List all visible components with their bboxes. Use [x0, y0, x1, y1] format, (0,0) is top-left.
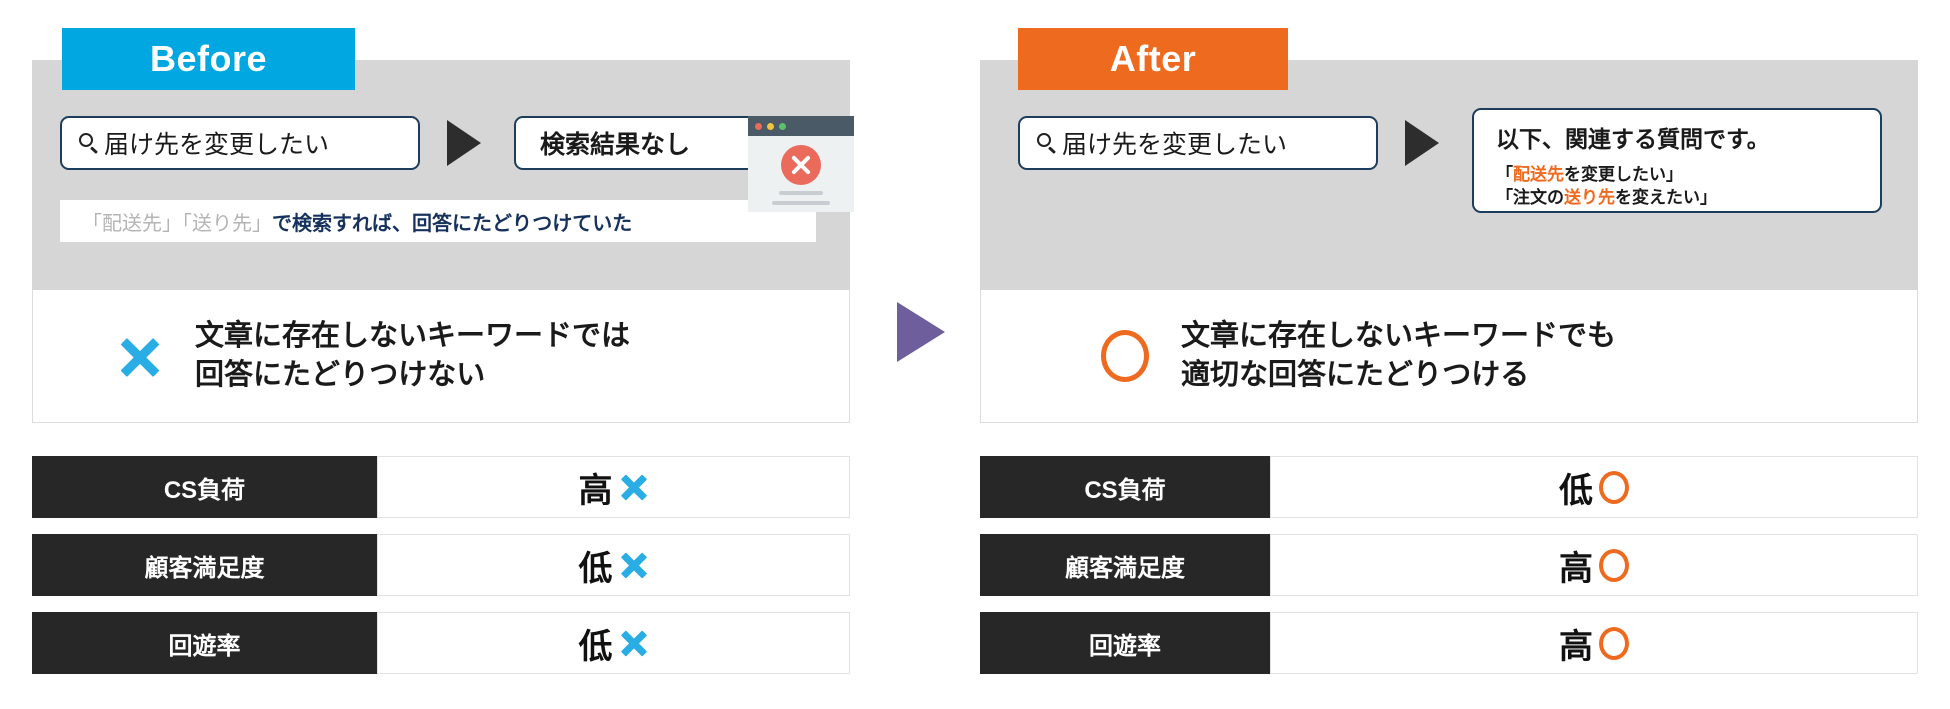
row-label: CS負荷: [980, 456, 1270, 518]
list-item: 「配送先を変更したい」: [1496, 163, 1880, 186]
item-suffix: を変えたい」: [1615, 188, 1717, 208]
o-mark-icon: [1101, 330, 1149, 382]
before-statement-line2: 回答にたどりつけない: [195, 359, 486, 391]
item-prefix: 「注文の: [1496, 188, 1564, 208]
before-statement-text: 文章に存在しないキーワードでは 回答にたどりつけない: [195, 317, 630, 395]
after-statement: 文章に存在しないキーワードでも 適切な回答にたどりつける: [981, 317, 1616, 395]
after-statement-line2: 適切な回答にたどりつける: [1181, 359, 1530, 391]
before-search-value: 届け先を変更したい: [104, 131, 330, 159]
row-value-text: 低: [1559, 471, 1593, 510]
after-result-heading: 以下、関連する質問です。: [1496, 126, 1770, 152]
row-value: 高: [377, 456, 850, 518]
list-item: 「注文の送り先を変えたい」: [1496, 186, 1880, 209]
item-highlight: 配送先: [1513, 165, 1564, 184]
x-mark-icon: [619, 550, 649, 580]
after-search-input[interactable]: 届け先を変更したい: [1018, 116, 1378, 170]
after-statement-text: 文章に存在しないキーワードでも 適切な回答にたどりつける: [1181, 317, 1616, 395]
table-row: 顧客満足度 低: [32, 534, 850, 596]
before-panel: 届け先を変更したい 検索結果なし 「配送先」「送り先」 で検索すれば、回答にたど…: [32, 60, 854, 423]
row-value: 低: [377, 534, 850, 596]
row-label: 顧客満足度: [32, 534, 377, 596]
table-row: CS負荷 高: [32, 456, 850, 518]
item-prefix: 「: [1496, 165, 1513, 184]
row-value-text: 低: [578, 627, 613, 666]
before-search-input[interactable]: 届け先を変更したい: [60, 116, 420, 170]
before-panel-gray-area: [32, 60, 850, 290]
item-highlight: 送り先: [1564, 188, 1615, 208]
after-panel: 届け先を変更したい 以下、関連する質問です。 「配送先を変更したい」 「注文の送…: [980, 60, 1918, 423]
after-search-value: 届け先を変更したい: [1062, 131, 1288, 159]
search-icon: [78, 132, 100, 154]
before-badge: Before: [62, 28, 355, 90]
play-triangle-icon: [1405, 120, 1439, 166]
window-dot-red: [755, 122, 762, 130]
table-row: CS負荷 低: [980, 456, 1918, 518]
o-mark-icon: [1599, 626, 1629, 660]
before-result-text: 検索結果なし: [540, 131, 691, 159]
row-value: 低: [1270, 456, 1918, 518]
after-result-box: 以下、関連する質問です。 「配送先を変更したい」 「注文の送り先を変えたい」: [1472, 108, 1882, 213]
search-icon: [1036, 132, 1058, 154]
row-value: 高: [1270, 612, 1918, 674]
error-window-icon: [748, 116, 854, 212]
before-hint-navy: で検索すれば、回答にたどりつけていた: [272, 212, 633, 235]
after-related-questions: 「配送先を変更したい」 「注文の送り先を変えたい」: [1496, 163, 1880, 209]
before-comparison-table: CS負荷 高 顧客満足度 低 回遊率 低: [32, 456, 850, 690]
before-hint-gray: 「配送先」「送り先」: [82, 212, 272, 235]
placeholder-line: [772, 201, 830, 205]
x-mark-icon: [619, 472, 649, 502]
row-value-text: 高: [578, 471, 613, 510]
after-comparison-table: CS負荷 低 顧客満足度 高 回遊率 高: [980, 456, 1918, 690]
before-panel-white-area: 文章に存在しないキーワードでは 回答にたどりつけない: [32, 290, 850, 423]
after-panel-white-area: 文章に存在しないキーワードでも 適切な回答にたどりつける: [980, 290, 1918, 423]
error-window-titlebar: [748, 116, 854, 136]
table-row: 回遊率 高: [980, 612, 1918, 674]
row-value: 高: [1270, 534, 1918, 596]
purple-triangle-icon: [897, 302, 945, 362]
before-statement-line1: 文章に存在しないキーワードでは: [195, 320, 631, 353]
error-x-circle-icon: [781, 145, 821, 185]
placeholder-line: [779, 191, 823, 195]
table-row: 顧客満足度 高: [980, 534, 1918, 596]
window-dot-green: [779, 122, 786, 130]
table-row: 回遊率 低: [32, 612, 850, 674]
before-statement: 文章に存在しないキーワードでは 回答にたどりつけない: [33, 317, 630, 395]
item-suffix: を変更したい」: [1564, 165, 1683, 184]
row-value-text: 高: [1559, 627, 1593, 666]
o-mark-icon: [1599, 470, 1629, 504]
x-mark-icon: [117, 333, 163, 379]
row-value-text: 高: [1559, 549, 1593, 588]
after-badge: After: [1018, 28, 1288, 90]
row-label: 回遊率: [980, 612, 1270, 674]
after-statement-line1: 文章に存在しないキーワードでも: [1181, 320, 1617, 353]
row-value: 低: [377, 612, 850, 674]
row-label: CS負荷: [32, 456, 377, 518]
play-triangle-icon: [447, 120, 481, 166]
before-hint-strip: 「配送先」「送り先」 で検索すれば、回答にたどりつけていた: [60, 200, 816, 242]
x-mark-icon: [619, 628, 649, 658]
row-label: 回遊率: [32, 612, 377, 674]
row-value-text: 低: [578, 549, 613, 588]
o-mark-icon: [1599, 548, 1629, 582]
window-dot-yellow: [767, 122, 774, 130]
row-label: 顧客満足度: [980, 534, 1270, 596]
